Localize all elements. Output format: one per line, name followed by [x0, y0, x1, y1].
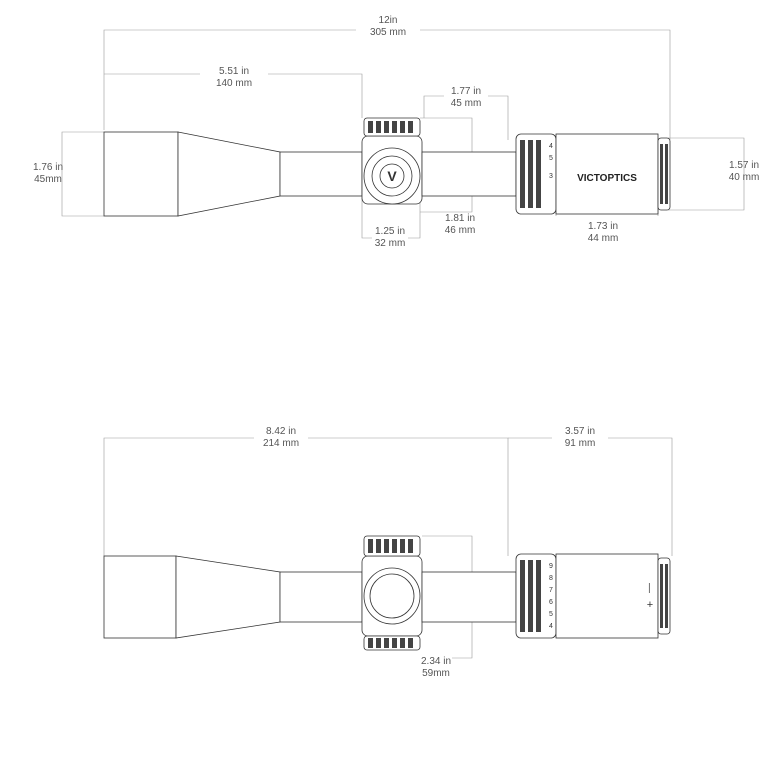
top-main-tube-front: [279, 151, 363, 197]
top-ocular-housing: [555, 133, 659, 215]
side-minus-mark: —: [644, 583, 655, 593]
turret-width-in: 1.25 in: [375, 226, 405, 237]
top-eyepiece-knurl: [660, 144, 668, 204]
turret-width-mm: 32 mm: [375, 238, 406, 249]
side-ring-number-7: 7: [549, 587, 553, 594]
side-windage-cap: [369, 573, 415, 619]
side-main-tube-front: [279, 571, 363, 623]
top-power-ring-knurl: [520, 140, 541, 208]
to-eyepiece-front-in: 8.42 in: [266, 426, 296, 437]
side-lower-knurl: [368, 638, 413, 648]
victoptics-logo-glyph: V: [387, 168, 397, 184]
top-view: V VICTOPTICS 4 5 3 12in 305 mm 5.51 in 1…: [33, 15, 759, 249]
top-brand-label: VICTOPTICS: [577, 173, 637, 184]
side-main-tube-rear: [421, 571, 517, 623]
top-objective-bell: [103, 131, 179, 217]
victoptics-logo-icon: [379, 163, 405, 189]
side-dimension-labels: 8.42 in 214 mm 3.57 in 91 mm 2.34 in 59m…: [263, 426, 595, 679]
turret-span-mm: 46 mm: [445, 225, 476, 236]
side-ring-number-8: 8: [549, 575, 553, 582]
top-dimension-labels: 12in 305 mm 5.51 in 140 mm 1.77 in 45 mm…: [33, 15, 759, 249]
top-ring-number-3: 3: [549, 173, 553, 180]
turret-to-ring-mm: 45 mm: [451, 98, 482, 109]
front-to-turret-in: 5.51 in: [219, 66, 249, 77]
top-elevation-knurl: [368, 121, 413, 133]
ocular-length-in: 1.73 in: [588, 221, 618, 232]
turret-height-mm: 59mm: [422, 668, 450, 679]
objective-dia-mm: 45mm: [34, 174, 62, 185]
turret-to-ring-in: 1.77 in: [451, 86, 481, 97]
side-power-ring-knurl: [520, 560, 541, 632]
overall-length-mm: 305 mm: [370, 27, 406, 38]
top-ring-number-4: 4: [549, 143, 553, 150]
ocular-length-mm: 44 mm: [588, 233, 619, 244]
front-to-turret-mm: 140 mm: [216, 78, 252, 89]
eyepiece-length-mm: 91 mm: [565, 438, 596, 449]
side-ring-number-5: 5: [549, 611, 553, 618]
side-view: 9 8 7 6 5 4 + — 8.42 in 214 mm 3.57 in 9…: [103, 426, 673, 679]
side-plus-mark: +: [647, 599, 653, 611]
top-eyepiece-ring: [657, 137, 671, 211]
top-main-tube-rear: [421, 151, 517, 197]
overall-length-in: 12in: [379, 15, 398, 26]
side-ocular-housing: [555, 553, 659, 639]
top-scope-body: V VICTOPTICS 4 5 3: [103, 117, 671, 217]
turret-height-in: 2.34 in: [421, 656, 451, 667]
side-elevation-knurl: [368, 539, 413, 553]
eyepiece-length-in: 3.57 in: [565, 426, 595, 437]
turret-span-in: 1.81 in: [445, 213, 475, 224]
to-eyepiece-front-mm: 214 mm: [263, 438, 299, 449]
eyepiece-dia-in: 1.57 in: [729, 160, 759, 171]
side-objective-taper: [175, 555, 281, 639]
side-dimension-lines: [103, 437, 673, 659]
side-objective-bell: [103, 555, 177, 639]
side-ring-number-9: 9: [549, 563, 553, 570]
side-scope-body: 9 8 7 6 5 4 + —: [103, 535, 671, 651]
side-eyepiece-ring: [657, 557, 671, 635]
top-objective-taper: [177, 131, 281, 217]
side-ring-number-4: 4: [549, 623, 553, 630]
objective-dia-in: 1.76 in: [33, 162, 63, 173]
side-eyepiece-knurl: [660, 564, 668, 628]
side-ring-number-6: 6: [549, 599, 553, 606]
top-ring-number-5: 5: [549, 155, 553, 162]
eyepiece-dia-mm: 40 mm: [729, 172, 760, 183]
